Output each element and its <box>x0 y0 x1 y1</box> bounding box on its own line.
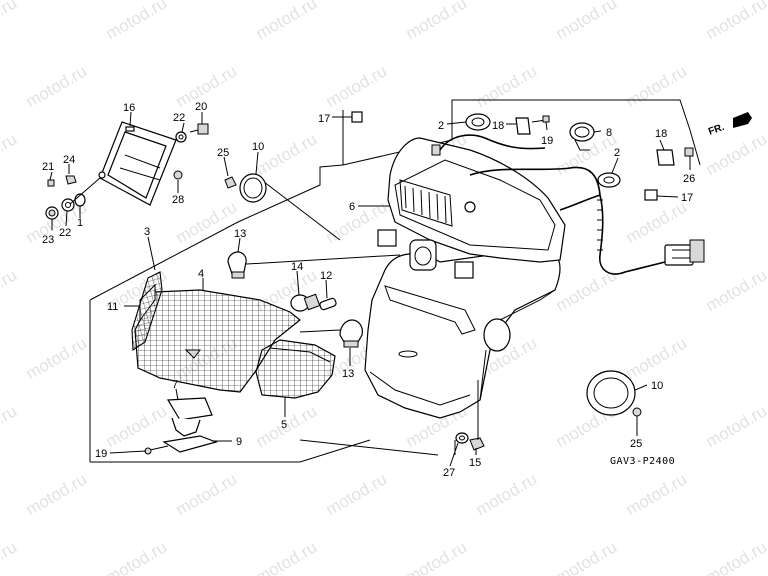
callout-7: 7 <box>172 379 178 391</box>
callout-6: 6 <box>349 201 355 213</box>
reflector-mount-part <box>144 397 218 455</box>
callout-25-top: 25 <box>217 147 229 159</box>
callout-28: 28 <box>172 194 184 206</box>
hardware-left <box>45 175 101 220</box>
watermark-text: motod.ru <box>703 0 768 43</box>
hardware-nuts-bottom <box>455 380 485 451</box>
watermark-text: motod.ru <box>103 0 171 43</box>
wiring-harness-part <box>439 134 705 275</box>
callout-1: 1 <box>77 217 83 229</box>
callout-2-right: 2 <box>614 147 620 159</box>
callout-27: 27 <box>443 467 455 479</box>
bulb-lower-part <box>339 319 363 348</box>
callout-23: 23 <box>42 234 54 246</box>
watermark-text: motod.ru <box>0 265 20 315</box>
callout-17-right: 17 <box>681 192 693 204</box>
callout-5: 5 <box>281 419 287 431</box>
side-reflector-part <box>131 271 163 351</box>
callout-16: 16 <box>123 102 135 114</box>
callout-26: 26 <box>683 173 695 185</box>
watermark-text: motod.ru <box>703 265 768 315</box>
watermark-text: motod.ru <box>623 333 691 383</box>
callout-8: 8 <box>606 127 612 139</box>
watermark-text: motod.ru <box>253 129 321 179</box>
watermark-text: motod.ru <box>473 61 541 111</box>
callouts: 16 22 20 21 24 23 22 1 28 25 10 17 2 18 … <box>42 101 695 479</box>
leader-lines <box>49 111 691 467</box>
watermark-text: motod.ru <box>623 469 691 519</box>
callout-3: 3 <box>144 226 150 238</box>
watermark-text: motod.ru <box>0 0 20 43</box>
callout-20: 20 <box>195 101 207 113</box>
callout-22-top: 22 <box>173 112 185 124</box>
fr-label: FR. <box>707 122 726 138</box>
callout-19-top: 19 <box>541 135 553 147</box>
watermark-text: motod.ru <box>403 0 471 43</box>
watermark-text: motod.ru <box>0 537 20 576</box>
watermark-text: motod.ru <box>703 537 768 576</box>
callout-9: 9 <box>236 436 242 448</box>
front-direction-indicator: FR. <box>707 112 752 138</box>
turn-lens-part <box>255 339 336 399</box>
callout-19-bottom: 19 <box>95 448 107 460</box>
watermark-text: motod.ru <box>253 537 321 576</box>
callout-18-right: 18 <box>655 128 667 140</box>
callout-4: 4 <box>198 268 204 280</box>
watermark-text: motod.ru <box>23 469 91 519</box>
callout-13-top: 13 <box>234 228 246 240</box>
watermark-text: motod.ru <box>173 469 241 519</box>
watermark-text: motod.ru <box>103 537 171 576</box>
watermark-text: motod.ru <box>473 469 541 519</box>
watermark-text: motod.ru <box>553 537 621 576</box>
callout-21: 21 <box>42 161 54 173</box>
watermark-text: motod.ru <box>0 401 20 451</box>
watermark-text: motod.ru <box>323 61 391 111</box>
watermark-text: motod.ru <box>553 0 621 43</box>
tail-housing-part <box>377 137 566 279</box>
watermark-text: motod.ru <box>623 197 691 247</box>
watermark-text: motod.ru <box>253 0 321 43</box>
bulb-upper-part <box>227 251 247 279</box>
callout-25-right: 25 <box>630 438 642 450</box>
callout-14: 14 <box>291 261 303 273</box>
callout-2-left: 2 <box>438 120 444 132</box>
callout-10-right: 10 <box>651 380 663 392</box>
callout-22-left: 22 <box>59 227 71 239</box>
callout-12: 12 <box>320 270 332 282</box>
watermark-text: motod.ru <box>323 469 391 519</box>
callout-13-bottom: 13 <box>342 368 354 380</box>
rubber-cap-lower-part <box>586 370 642 417</box>
callout-24: 24 <box>63 154 75 166</box>
watermark-text: motod.ru <box>703 401 768 451</box>
hardware-bracket-screws <box>173 123 209 180</box>
bulb-14-12-part <box>290 293 337 312</box>
watermark-text: motod.ru <box>23 61 91 111</box>
watermark-text: motod.ru <box>23 333 91 383</box>
diagram-code: GAV3-P2400 <box>610 456 675 467</box>
license-bracket-part <box>98 121 177 206</box>
callout-10-top: 10 <box>252 141 264 153</box>
watermark-text: motod.ru <box>103 401 171 451</box>
callout-17-top: 17 <box>318 113 330 125</box>
callout-18-left: 18 <box>492 120 504 132</box>
callout-11: 11 <box>107 301 118 313</box>
rubber-cap-upper-part <box>224 173 267 203</box>
watermark-text: motod.ru <box>0 129 20 179</box>
callout-15: 15 <box>469 457 481 469</box>
watermark-text: motod.ru <box>403 537 471 576</box>
assembly-frame <box>89 99 701 463</box>
watermark-text: motod.ru <box>623 61 691 111</box>
